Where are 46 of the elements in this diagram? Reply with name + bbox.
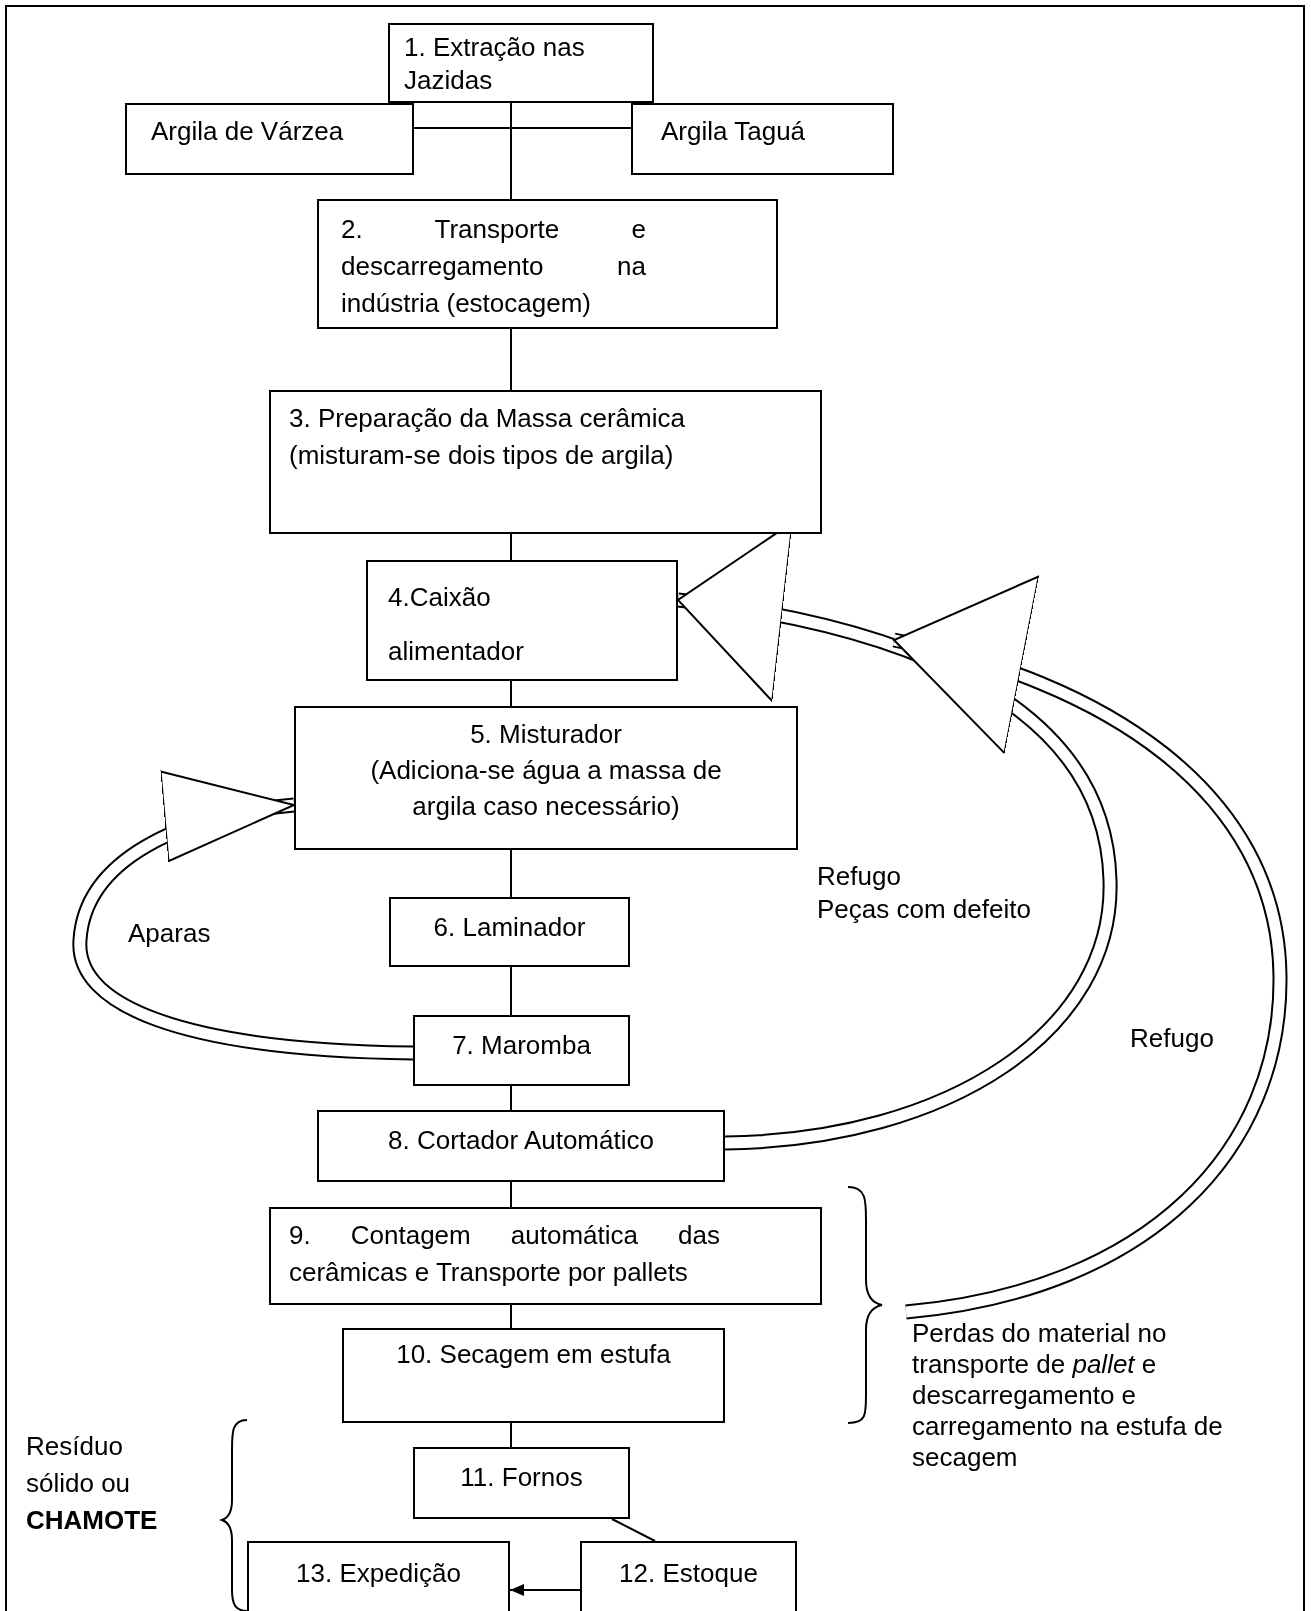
step-label: Argila de Várzea xyxy=(151,115,345,148)
process-box xyxy=(247,1541,510,1611)
process-box xyxy=(413,1015,630,1086)
process-box xyxy=(125,103,414,175)
step-label: 3. Preparação da Massa cerâmica xyxy=(289,402,686,435)
connector-line xyxy=(510,849,512,898)
process-box xyxy=(294,706,798,850)
step-label: 2. Transporte e descarregamento na indústria (estocagem) xyxy=(341,213,646,320)
connector-line xyxy=(510,1304,512,1329)
process-box xyxy=(631,103,894,175)
connector-line xyxy=(510,1085,512,1111)
connector-line xyxy=(510,966,512,1016)
process-box xyxy=(389,897,630,967)
step-label: 6. Laminador xyxy=(432,911,587,944)
step-label: (misturam-se dois tipos de argila) xyxy=(289,439,675,472)
process-box xyxy=(342,1328,725,1423)
connector-line xyxy=(611,1518,656,1542)
process-box xyxy=(317,1110,725,1182)
step-label: 9. Contagem automática das cerâmicas e Transporte por pallets xyxy=(289,1219,720,1289)
step-label: (Adiciona-se água a massa de argila caso necessário) xyxy=(369,754,723,823)
connector-line xyxy=(510,1181,512,1208)
step-label: 13. Expedição xyxy=(295,1557,462,1590)
step-label: 7. Maromba xyxy=(451,1029,592,1062)
process-box xyxy=(580,1541,797,1611)
connector-line xyxy=(510,680,512,707)
process-box xyxy=(269,1207,822,1305)
process-box xyxy=(413,1447,630,1519)
process-box xyxy=(366,560,678,681)
step-label: Argila Taguá xyxy=(661,115,807,148)
connector-line xyxy=(510,533,512,561)
note-text: Perdas do material no transporte de pallet e descarregamento e carregamento na estufa de secagem xyxy=(912,1318,1262,1473)
connector-line xyxy=(510,328,512,391)
step-label: 1. Extração nas Jazidas xyxy=(404,31,586,97)
note-text: Resíduo sólido ou CHAMOTE xyxy=(26,1430,159,1537)
step-label: 5. Misturador xyxy=(469,718,623,751)
process-box xyxy=(388,23,654,103)
step-label: 11. Fornos xyxy=(459,1461,584,1494)
arrow xyxy=(509,1584,581,1596)
connector-line xyxy=(510,1422,512,1448)
step-label: 12. Estoque xyxy=(618,1557,759,1590)
connector-line xyxy=(510,102,512,200)
process-box xyxy=(317,199,778,329)
step-label: 4.Caixão alimentador xyxy=(388,581,525,668)
step-label: 8. Cortador Automático xyxy=(387,1124,655,1157)
process-box xyxy=(269,390,822,534)
step-label: 10. Secagem em estufa xyxy=(395,1338,672,1371)
